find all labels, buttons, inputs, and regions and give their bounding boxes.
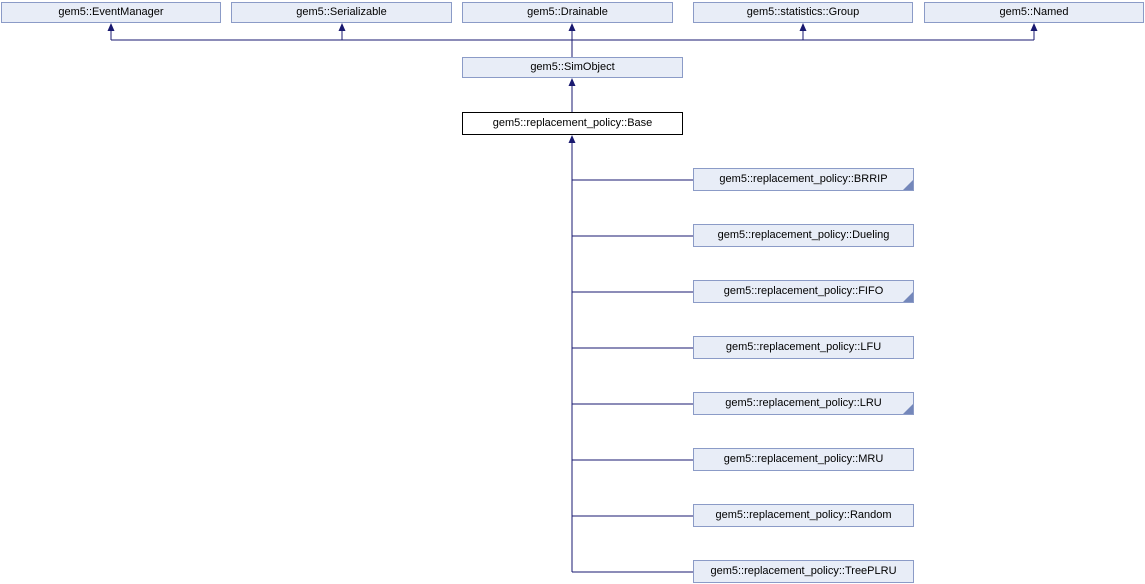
arrowhead-drainable-icon [568,23,576,31]
arrowhead-base-icon [568,135,576,143]
node-gem5-simobject[interactable]: gem5::SimObject [462,57,683,78]
node-label: gem5::replacement_policy::FIFO [723,285,884,297]
arrowhead-named-icon [1030,23,1038,31]
node-label: gem5::replacement_policy::LRU [725,397,882,409]
arrowhead-eventmanager-icon [107,23,115,31]
node-label: gem5::EventManager [58,6,164,18]
node-label: gem5::Serializable [296,6,387,18]
node-label: gem5::SimObject [530,61,615,73]
node-label: gem5::replacement_policy::Dueling [717,229,890,241]
node-replacement-policy-fifo[interactable]: gem5::replacement_policy::FIFO [693,280,914,303]
arrowhead-simobject-icon [568,78,576,86]
node-gem5-drainable[interactable]: gem5::Drainable [462,2,673,23]
node-gem5-statistics-group[interactable]: gem5::statistics::Group [693,2,913,23]
arrowhead-statistics-group-icon [799,23,807,31]
node-gem5-eventmanager[interactable]: gem5::EventManager [1,2,221,23]
node-replacement-policy-brrip[interactable]: gem5::replacement_policy::BRRIP [693,168,914,191]
node-replacement-policy-dueling[interactable]: gem5::replacement_policy::Dueling [693,224,914,247]
node-label: gem5::replacement_policy::TreePLRU [710,565,897,577]
node-gem5-serializable[interactable]: gem5::Serializable [231,2,452,23]
derived-classes-indicator-icon [903,180,913,190]
derived-classes-indicator-icon [903,292,913,302]
node-label: gem5::replacement_policy::BRRIP [719,173,888,185]
node-label: gem5::replacement_policy::LFU [725,341,882,353]
node-replacement-policy-random[interactable]: gem5::replacement_policy::Random [693,504,914,527]
node-label: gem5::replacement_policy::Base [492,117,653,129]
node-replacement-policy-lru[interactable]: gem5::replacement_policy::LRU [693,392,914,415]
node-label: gem5::Drainable [527,6,608,18]
node-label: gem5::replacement_policy::Random [715,509,892,521]
node-replacement-policy-mru[interactable]: gem5::replacement_policy::MRU [693,448,914,471]
node-gem5-named[interactable]: gem5::Named [924,2,1144,23]
node-replacement-policy-base: gem5::replacement_policy::Base [462,112,683,135]
derived-classes-indicator-icon [903,404,913,414]
node-replacement-policy-treeplru[interactable]: gem5::replacement_policy::TreePLRU [693,560,914,583]
node-label: gem5::statistics::Group [746,6,860,18]
node-label: gem5::replacement_policy::MRU [723,453,884,465]
node-replacement-policy-lfu[interactable]: gem5::replacement_policy::LFU [693,336,914,359]
arrowhead-serializable-icon [338,23,346,31]
node-label: gem5::Named [999,6,1069,18]
